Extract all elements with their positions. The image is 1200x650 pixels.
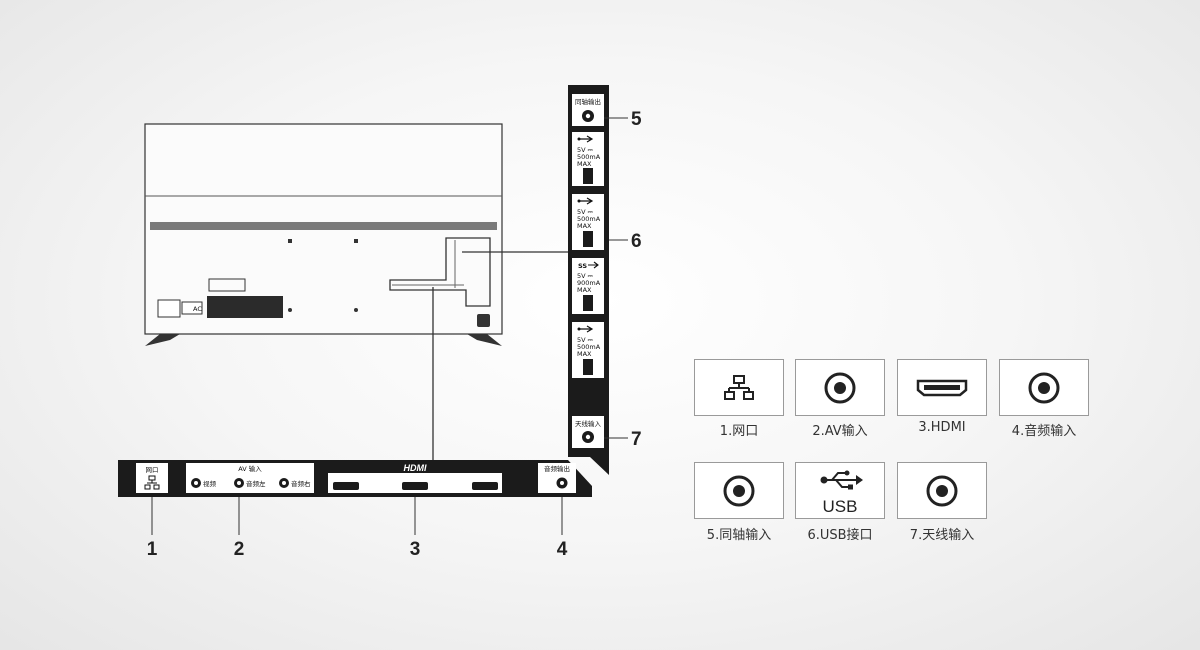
av-port-title: AV 输入: [238, 464, 262, 473]
av-video-label: 视频: [203, 479, 217, 488]
hdmi-logo: HDMI: [404, 463, 427, 473]
legend-usb-text: USB: [823, 497, 858, 516]
legend-caption-av: 2.AV输入: [812, 424, 868, 439]
callout-4: 4: [557, 539, 568, 560]
audio-out-label: 音频输出: [544, 464, 570, 473]
side-port-panel: 同轴输出 5V ⎓ 500mA MAX 5V ⎓ 500mA MAX SS 5V…: [568, 85, 609, 475]
speaker-grille: [207, 296, 283, 318]
callout-6: 6: [631, 231, 642, 252]
legend-audio-box: [999, 359, 1089, 416]
bottom-port-panel: 网口 AV 输入 视频 音频左 音频右 HDMI 音频输出: [118, 460, 592, 497]
svg-text:5V ⎓: 5V ⎓: [577, 146, 593, 154]
network-port-label: 网口: [146, 466, 159, 474]
coax-jack-icon: [723, 475, 755, 506]
usb3-badge: SS: [578, 262, 587, 270]
ac-inlet-box: [157, 299, 181, 318]
audio-jack-icon: [1028, 372, 1060, 403]
av-port-frame: [186, 463, 314, 493]
ac-inlet-socket: [181, 301, 203, 315]
usb-symbol-icon: [588, 261, 599, 269]
network-port-icon: [144, 475, 160, 490]
tv-foot-left: [145, 334, 180, 346]
usb-symbol-icon: [577, 135, 594, 143]
av-left-label: 音频左: [246, 479, 266, 488]
svg-text:5V ⎓: 5V ⎓: [577, 208, 593, 216]
callout-1: 1: [147, 539, 158, 560]
av-right-label: 音频右: [291, 479, 311, 488]
mount-hole: [288, 308, 292, 312]
tv-foot-right: [467, 334, 502, 346]
hdmi-icon: [916, 379, 968, 396]
legend-coax-box: [694, 462, 784, 519]
callout-3: 3: [410, 539, 421, 560]
legend-caption-usb: 6.USB接口: [807, 528, 873, 543]
usb-port-2: [583, 231, 593, 247]
legend-caption-audio: 4.音频输入: [1011, 424, 1077, 439]
svg-text:5V ⎓: 5V ⎓: [577, 336, 593, 344]
svg-text:500mA: 500mA: [577, 153, 601, 161]
av-jack-icon: [824, 372, 856, 403]
svg-text:500mA: 500mA: [577, 215, 601, 223]
legend-caption-network: 1.网口: [719, 424, 759, 439]
mount-hole: [354, 308, 358, 312]
coax-out-label: 同轴输出: [575, 97, 601, 106]
tv-vent-strip: [150, 222, 497, 230]
ac-label: AC: [193, 305, 202, 313]
usb-symbol-icon: [577, 325, 594, 333]
legend-caption-coax: 5.同轴输入: [706, 528, 772, 543]
mount-hole: [354, 239, 358, 243]
svg-text:900mA: 900mA: [577, 279, 601, 287]
hdmi-port-3: [472, 482, 498, 490]
svg-text:MAX: MAX: [577, 160, 592, 168]
legend-caption-antenna: 7.天线输入: [909, 528, 975, 543]
antenna-in-label: 天线输入: [575, 419, 602, 428]
usb-port-3: [583, 295, 593, 311]
tv-back-view: AC: [144, 123, 503, 346]
network-icon: [724, 374, 754, 400]
legend-network-box: [694, 359, 784, 416]
label-plate: [208, 278, 246, 292]
usb-port-1: [583, 168, 593, 184]
usb-port-4: [583, 359, 593, 375]
svg-text:500mA: 500mA: [577, 343, 601, 351]
network-port-frame: [136, 463, 168, 493]
mount-hole: [288, 239, 292, 243]
antenna-jack-icon: [926, 475, 958, 506]
callout-2: 2: [234, 539, 245, 560]
svg-text:MAX: MAX: [577, 286, 592, 294]
legend-usb-box: USB: [795, 462, 885, 519]
audio-out-frame: [538, 463, 576, 493]
hdmi-port-2: [402, 482, 428, 490]
usb-icon: USB: [820, 470, 863, 516]
svg-text:5V ⎓: 5V ⎓: [577, 272, 593, 280]
svg-text:MAX: MAX: [577, 222, 592, 230]
callout-5: 5: [631, 109, 642, 130]
port-area-outline: [389, 237, 491, 307]
legend-antenna-box: [897, 462, 987, 519]
legend-caption-hdmi: 3.HDMI: [918, 420, 966, 435]
callout-7: 7: [631, 429, 642, 450]
svg-text:MAX: MAX: [577, 350, 592, 358]
legend-hdmi-box: [897, 359, 987, 416]
usb-symbol-icon: [577, 197, 594, 205]
power-button: [477, 314, 490, 327]
legend-av-box: [795, 359, 885, 416]
hdmi-port-1: [333, 482, 359, 490]
